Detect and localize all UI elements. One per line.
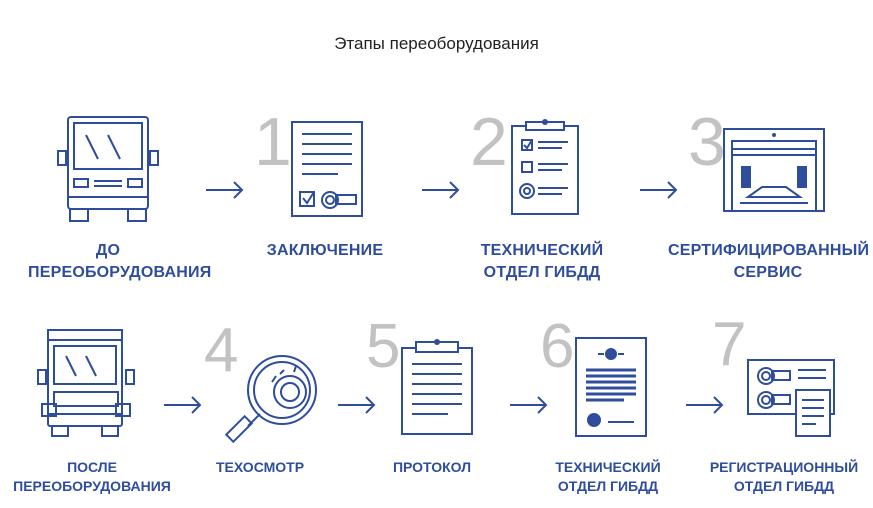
- step-number: 6: [540, 312, 575, 381]
- truck-after-icon: [37, 329, 135, 437]
- sealed-document-icon: [575, 337, 647, 437]
- document-conclusion-icon: [291, 121, 363, 217]
- page-title: Этапы переоборудования: [334, 34, 539, 53]
- step-label: ЗАКЛЮЧЕНИЕ: [266, 242, 384, 259]
- arrow-right-icon: [686, 396, 724, 414]
- arrow-right-icon: [338, 396, 376, 414]
- step-number: 2: [470, 104, 508, 180]
- step-number: 4: [204, 316, 239, 385]
- protocol-clipboard-icon: [401, 339, 473, 435]
- arrow-right-icon: [422, 181, 460, 199]
- step-number: 3: [688, 104, 726, 180]
- step-number: 5: [366, 312, 401, 381]
- service-garage-icon: [723, 128, 825, 212]
- arrow-right-icon: [510, 396, 548, 414]
- arrow-right-icon: [640, 181, 678, 199]
- truck-before-icon: [57, 116, 159, 222]
- registration-cards-icon: [747, 359, 835, 437]
- arrow-right-icon: [206, 181, 244, 199]
- step-number: 1: [254, 104, 292, 180]
- checklist-clipboard-icon: [511, 119, 579, 215]
- step-number: 7: [712, 310, 747, 379]
- magnifier-gear-icon: [224, 355, 317, 444]
- step-label: ТЕХОСМОТР: [215, 459, 305, 475]
- step-label: ПРОТОКОЛ: [392, 459, 472, 475]
- arrow-right-icon: [164, 396, 202, 414]
